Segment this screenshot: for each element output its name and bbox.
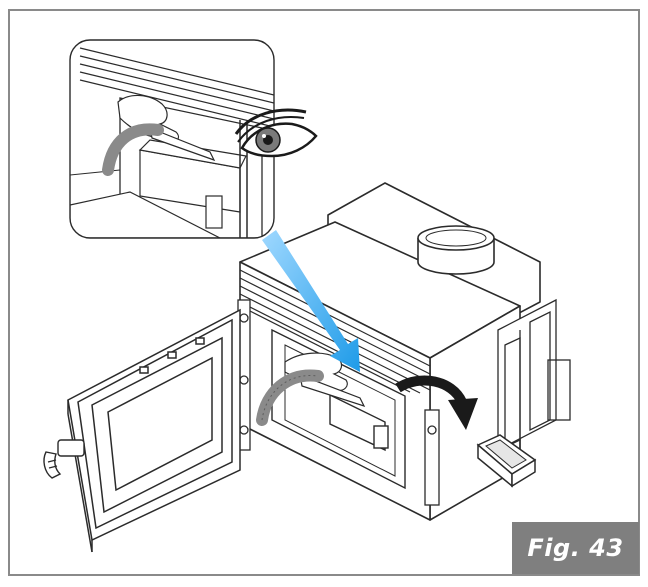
- flue-collar: [417, 225, 495, 275]
- door-handle: [43, 439, 85, 479]
- open-door: [67, 308, 241, 553]
- sight-arrow-icon: [262, 230, 360, 372]
- top-ribs: [239, 269, 431, 394]
- vacuum-hose-inset: [102, 123, 164, 176]
- figure-label: Fig. 43: [512, 522, 639, 574]
- outer-frame: [8, 9, 640, 576]
- curved-arrow-icon: [395, 375, 478, 430]
- detail-inset: [69, 39, 275, 239]
- removed-ash-pan: [476, 434, 537, 488]
- eye-icon: [234, 108, 318, 158]
- side-details: [497, 298, 571, 470]
- hinge-posts: [237, 299, 440, 506]
